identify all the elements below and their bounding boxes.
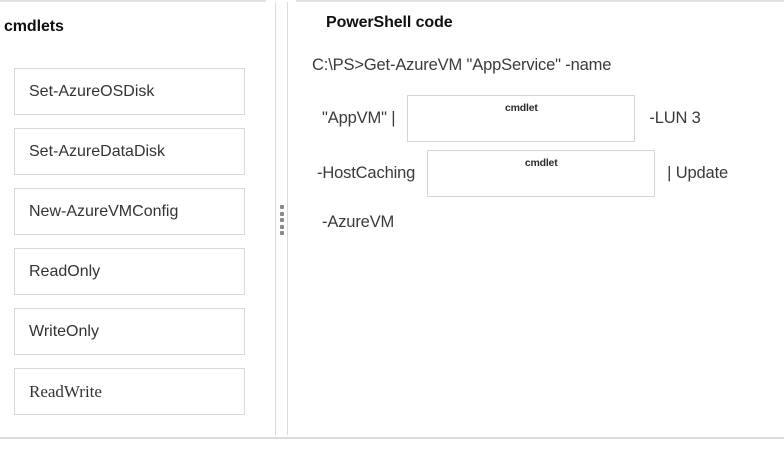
code-line-1-text: C:\PS>Get-AzureVM "AppService" -name [312, 56, 612, 74]
cmdlet-tile-set-azureosdisk[interactable]: Set-AzureOSDisk [14, 68, 245, 115]
drop-target-1[interactable]: cmdlet [407, 95, 636, 142]
code-line-4: -AzureVM [322, 213, 394, 232]
grip-dot-icon [279, 205, 284, 209]
code-line-4-text: -AzureVM [322, 213, 395, 231]
code-line-2-lead-text: "AppVM" | [322, 109, 396, 127]
cmdlet-source-list: Set-AzureOSDisk Set-AzureDataDisk New-Az… [14, 68, 245, 428]
code-line-1: C:\PS>Get-AzureVM "AppService" -name [312, 56, 611, 75]
left-panel-title: cmdlets [4, 18, 64, 35]
right-panel-title: PowerShell code [326, 14, 453, 31]
grip-dot-icon [279, 211, 284, 216]
grip-dot-icon [279, 218, 284, 222]
code-line-3-lead-text: -HostCaching [317, 164, 416, 182]
code-line-3-trail-text: | Update [667, 164, 729, 182]
drop-target-2-placeholder: cmdlet [524, 157, 558, 169]
drop-target-1-placeholder: cmdlet [505, 102, 538, 114]
code-line-2-trail-text: -LUN 3 [649, 109, 701, 127]
grip-dot-icon [279, 224, 284, 229]
cmdlet-tile-writeonly[interactable]: WriteOnly [14, 308, 245, 355]
drop-target-2[interactable]: cmdlet [427, 150, 656, 197]
powershell-code-block: C:\PS>Get-AzureVM "AppService" -name "Ap… [312, 56, 782, 436]
code-line-2: "AppVM" | cmdlet -LUN 3 [322, 95, 701, 142]
splitter-line-left [275, 2, 276, 435]
cmdlet-tile-set-azuredatadisk[interactable]: Set-AzureDataDisk [14, 128, 245, 175]
splitter-line-right [287, 2, 288, 435]
left-panel-top-rule [0, 0, 266, 2]
cmdlet-tile-readwrite[interactable]: ReadWrite [14, 368, 245, 415]
code-line-3: -HostCaching cmdlet | Update [317, 150, 728, 197]
question-bottom-rule [0, 437, 784, 439]
grip-dot-icon [279, 231, 284, 235]
right-panel-top-rule [296, 0, 784, 2]
cmdlet-tile-new-azurevmconfig[interactable]: New-AzureVMConfig [14, 188, 245, 235]
cmdlet-tile-readonly[interactable]: ReadOnly [14, 248, 245, 295]
splitter-grip-handle[interactable] [278, 205, 285, 235]
panel-splitter[interactable] [272, 2, 290, 435]
